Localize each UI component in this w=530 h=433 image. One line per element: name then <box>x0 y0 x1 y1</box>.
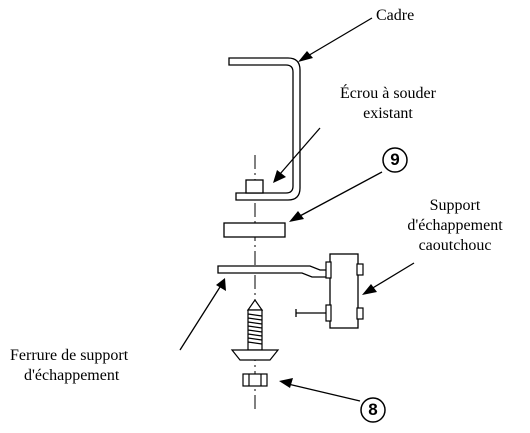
label-rubber-mount-line1: Support <box>429 197 481 214</box>
rubber-mount-stud-top <box>325 261 332 279</box>
rubber-mount-body <box>329 253 359 329</box>
arrowhead-bracket <box>216 278 226 291</box>
label-frame: Cadre <box>376 7 415 24</box>
arrowhead-bolt-nut <box>279 378 293 388</box>
arrowhead-rubber-mount <box>362 284 377 295</box>
callout-circle-washer <box>382 147 408 173</box>
leader-weld-nut <box>279 127 321 175</box>
leader-rubber-mount <box>370 262 415 290</box>
label-bracket-line1: Ferrure de support <box>10 347 129 364</box>
exhaust-support-bracket <box>217 265 331 278</box>
label-rubber-mount-line2: d'échappement <box>407 217 503 234</box>
leader-washer <box>297 171 383 218</box>
bolt <box>230 298 280 361</box>
label-bracket-line2: d'échappement <box>24 367 120 384</box>
leader-frame <box>305 17 373 58</box>
washer-spacer <box>223 222 286 238</box>
callout-circle-bolt-nut <box>360 397 386 423</box>
callout-number-washer: 9 <box>390 150 400 169</box>
frame-bracket <box>228 57 301 201</box>
label-weld-nut: Écrou à souder existant <box>322 84 454 124</box>
arrowhead-frame <box>298 51 313 62</box>
arrowhead-washer <box>289 211 304 222</box>
label-weld-nut-line1: Écrou à souder <box>340 85 436 102</box>
leader-arrows <box>179 17 415 402</box>
weld-nut <box>245 179 264 194</box>
arrowhead-weld-nut <box>273 170 286 183</box>
rubber-mount-nub-bottom <box>356 307 364 320</box>
callout-number-bolt-nut: 8 <box>368 400 378 419</box>
label-rubber-mount: Support d'échappement caoutchouc <box>388 196 522 256</box>
leader-bolt-nut <box>287 383 361 402</box>
label-rubber-mount-line3: caoutchouc <box>418 237 492 254</box>
leader-bracket <box>179 286 221 351</box>
rubber-mount-stud-bottom <box>325 304 332 322</box>
rubber-mount-nub-top <box>356 263 364 276</box>
label-weld-nut-line2: existant <box>363 105 413 122</box>
bolt-nut <box>242 373 268 387</box>
label-bracket: Ferrure de support d'échappement <box>10 346 128 386</box>
